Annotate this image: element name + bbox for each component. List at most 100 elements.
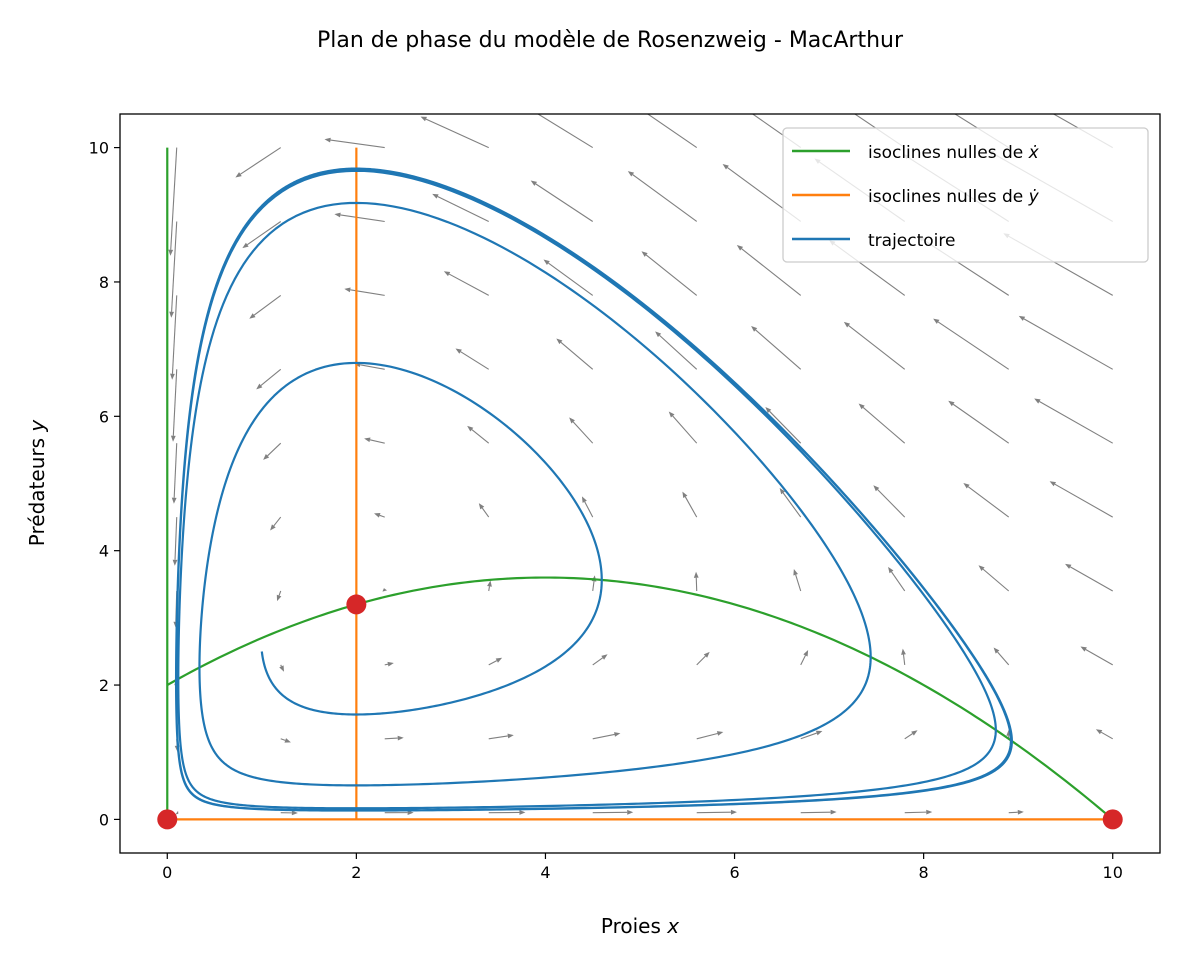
quiver-arrow	[172, 443, 177, 504]
arrow-head	[1050, 481, 1056, 486]
arrow-head	[888, 567, 893, 573]
y-tick-label: 8	[99, 273, 109, 292]
quiver-arrow	[171, 369, 177, 441]
arrow-shaft	[697, 656, 706, 665]
arrow-head	[717, 731, 723, 736]
x-nullcline-curve	[167, 578, 1112, 820]
arrow-head	[800, 77, 806, 82]
arrow-shaft	[274, 517, 281, 526]
arrow-shaft	[330, 140, 384, 148]
quiver-arrow	[1080, 647, 1112, 665]
quiver-arrow	[334, 213, 384, 222]
y-axis-label-var: y	[25, 419, 49, 433]
arrow-shaft	[175, 517, 177, 560]
quiver-arrow	[801, 810, 837, 815]
arrow-shaft	[561, 342, 593, 369]
quiver-arrow	[655, 331, 697, 369]
arrow-shaft	[770, 411, 801, 443]
arrow-shaft	[261, 369, 281, 385]
y-axis-label: Prédateurs y	[25, 419, 49, 547]
quiver-arrow	[793, 569, 800, 591]
arrow-shaft	[489, 661, 497, 665]
quiver-arrow	[978, 565, 1008, 591]
arrow-head	[279, 665, 284, 671]
quiver-arrow	[697, 731, 724, 739]
arrow-head	[627, 810, 633, 815]
arrow-head	[614, 732, 620, 737]
arrow-head	[364, 438, 370, 443]
arrow-head	[793, 569, 798, 575]
arrow-shaft	[426, 119, 489, 148]
arrow-shaft	[633, 175, 697, 222]
quiver-arrow	[531, 181, 593, 222]
arrow-head	[455, 349, 461, 354]
arrow-shaft	[489, 736, 508, 739]
quiver-arrow	[905, 810, 933, 815]
quiver-arrow	[669, 411, 697, 443]
arrow-head	[325, 138, 331, 143]
quiver-arrow	[170, 295, 177, 379]
arrow-head	[382, 588, 387, 591]
arrow-head	[911, 730, 917, 735]
quiver-arrow	[694, 572, 699, 591]
quiver-arrow	[751, 326, 801, 369]
arrow-shaft	[593, 658, 603, 665]
quiver-arrow	[765, 407, 800, 443]
arrow-shaft	[1039, 402, 1112, 444]
arrow-shaft	[173, 369, 176, 435]
legend-label-text: isoclines nulles de	[868, 187, 1029, 207]
quiver-arrow	[385, 736, 404, 741]
legend-label-text: isoclines nulles de	[868, 143, 1029, 163]
arrow-head	[1065, 564, 1071, 569]
arrow-shaft	[449, 274, 489, 295]
arrow-shaft	[281, 739, 286, 741]
x-tick-label: 2	[351, 863, 361, 882]
arrow-shaft	[619, 94, 697, 147]
x-axis-label: Proies x	[601, 914, 679, 938]
arrow-shaft	[796, 575, 801, 591]
quiver-arrow	[467, 426, 489, 443]
arrow-head	[901, 649, 906, 655]
x-tick-label: 4	[540, 863, 550, 882]
quiver-arrow	[256, 369, 281, 389]
arrow-shaft	[756, 330, 801, 369]
arrow-shaft	[905, 734, 913, 739]
arrow-head	[708, 83, 714, 88]
arrow-head	[235, 172, 241, 177]
quiver-arrow	[614, 91, 697, 148]
quiver-arrow	[421, 117, 489, 148]
legend-label-var: ẏ	[1028, 187, 1040, 207]
quiver-arrow	[374, 513, 385, 518]
arrow-shaft	[172, 221, 177, 311]
arrow-head	[948, 401, 954, 406]
arrow-shaft	[593, 581, 594, 591]
chart-title: Plan de phase du modèle de Rosenzweig - …	[317, 28, 904, 53]
quiver-arrow	[1034, 399, 1113, 444]
arrow-shaft	[953, 404, 1009, 443]
arrow-shaft	[172, 295, 176, 373]
equilibrium-point	[1103, 809, 1123, 829]
quiver-arrow	[859, 404, 905, 444]
x-axis-label-var: x	[666, 914, 679, 938]
quiver-arrow	[963, 483, 1008, 517]
quiver-arrow	[279, 665, 284, 672]
quiver-arrow	[249, 295, 280, 318]
arrow-shaft	[174, 443, 177, 498]
quiver-arrow	[628, 171, 697, 221]
arrow-head	[170, 374, 175, 380]
arrow-head	[249, 313, 255, 319]
quiver-arrow	[487, 580, 492, 591]
arrow-shaft	[268, 443, 281, 456]
arrow-head	[972, 68, 978, 73]
quiver-arrow	[697, 810, 737, 815]
arrow-head	[731, 810, 737, 815]
arrow-head	[507, 734, 513, 739]
legend-label: trajectoire	[868, 231, 955, 251]
arrow-shaft	[482, 508, 488, 517]
arrow-shaft	[1024, 319, 1113, 369]
quiver-arrow	[593, 810, 633, 815]
quiver-arrow	[933, 319, 1009, 370]
quiver-arrow	[382, 588, 387, 591]
arrow-head	[723, 164, 729, 169]
